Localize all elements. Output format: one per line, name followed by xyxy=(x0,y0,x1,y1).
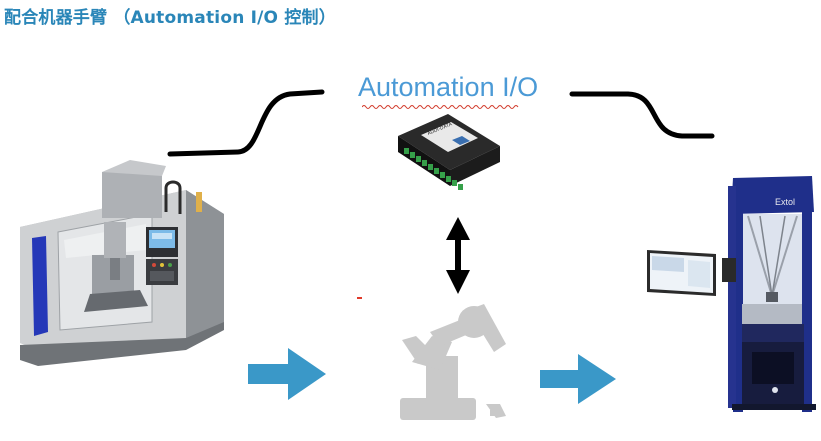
flow-arrow-right xyxy=(540,354,616,404)
red-marker xyxy=(357,297,362,299)
page-title: 配合机器手臂 （Automation I/O 控制） xyxy=(4,8,336,28)
automation-io-label: Automation I/O xyxy=(358,72,539,102)
left-cable xyxy=(167,89,325,157)
spellcheck-underline xyxy=(362,105,519,109)
cnc-machine xyxy=(20,160,224,366)
robot-arm xyxy=(400,304,506,420)
right-cable xyxy=(569,91,715,139)
measurement-machine: Extol xyxy=(647,176,816,412)
flow-arrow-left xyxy=(248,348,326,400)
io-module: ADDI-DATA xyxy=(398,114,500,190)
bidirectional-arrow xyxy=(446,217,470,294)
machine-brand: Extol xyxy=(775,197,795,207)
